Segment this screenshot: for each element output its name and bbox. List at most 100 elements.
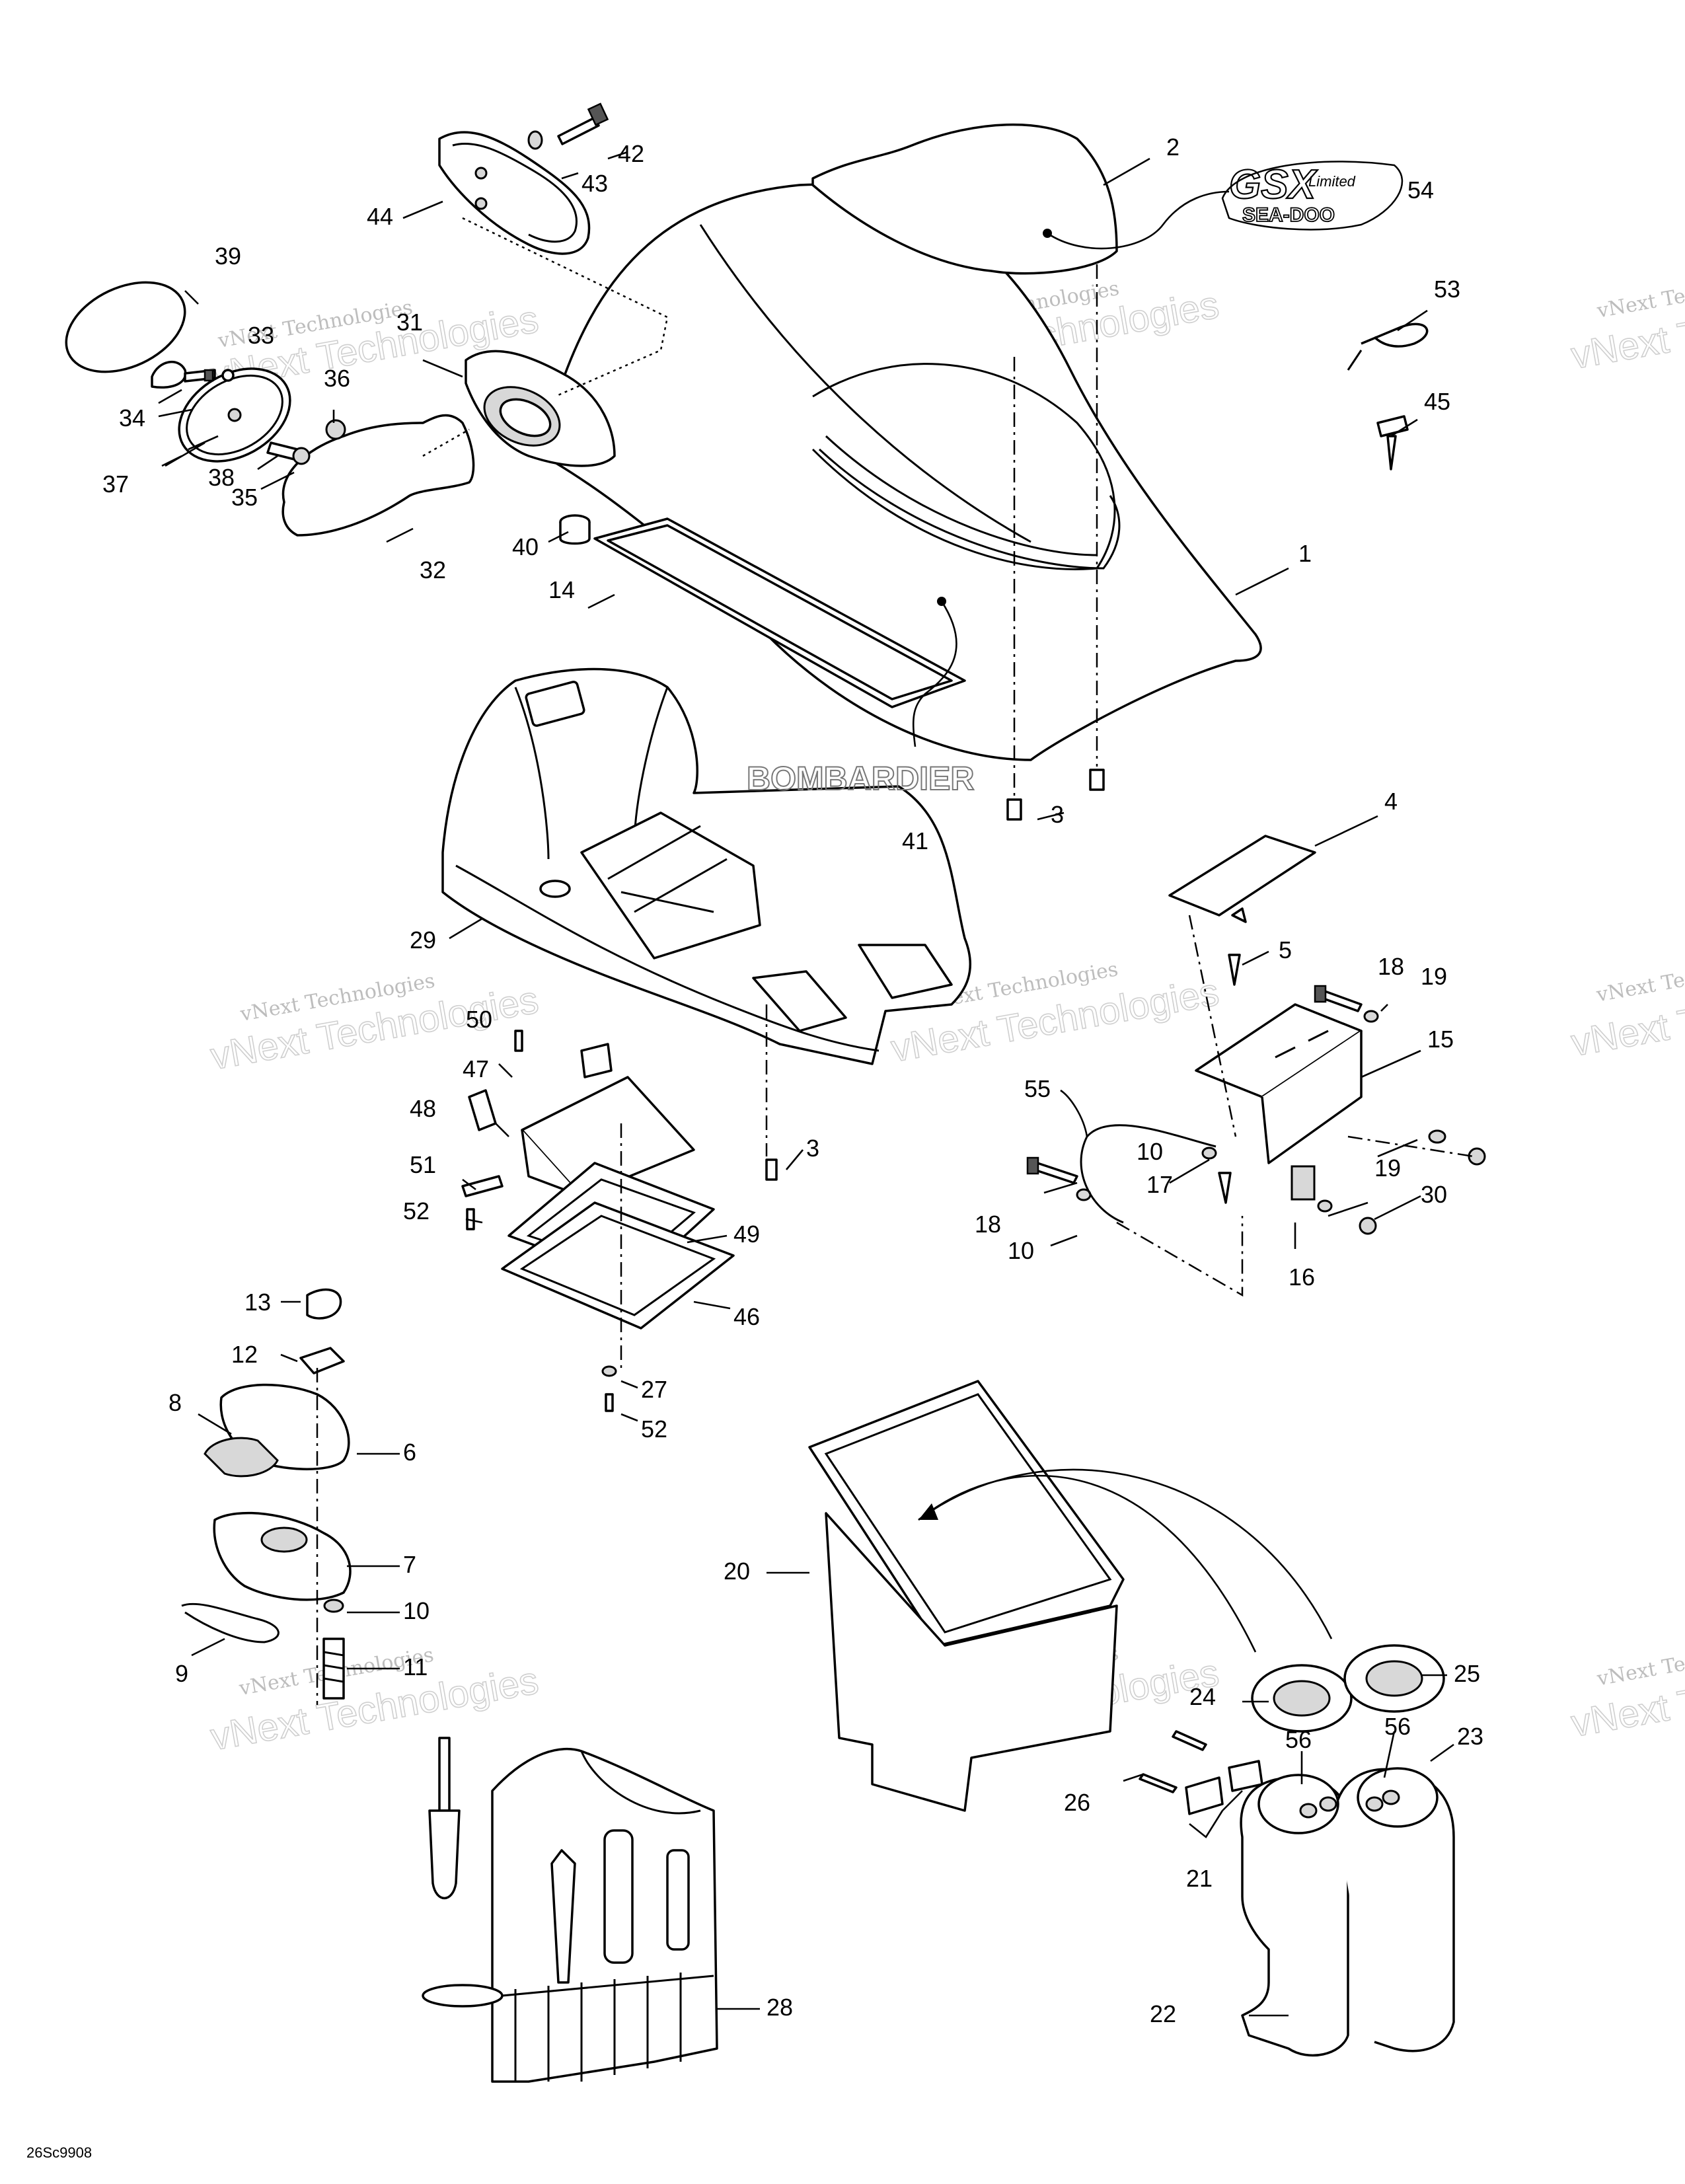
tool-kit: [422, 1737, 718, 2083]
callout-50: 50: [466, 1006, 492, 1033]
callout-18: 18: [975, 1211, 1001, 1238]
callout-19: 19: [1421, 963, 1447, 990]
callout-22: 22: [1150, 2000, 1176, 2027]
callout-5: 5: [1279, 936, 1292, 963]
storage-bucket: [808, 1380, 1125, 1812]
callout-4: 4: [1384, 788, 1398, 815]
callout-45: 45: [1424, 388, 1450, 415]
callout-38: 38: [208, 464, 235, 491]
callout-15: 15: [1427, 1026, 1454, 1053]
callout-23: 23: [1457, 1723, 1483, 1750]
mounting-plate: [1168, 835, 1316, 923]
callout-7: 7: [403, 1551, 416, 1578]
callout-46: 46: [733, 1303, 760, 1330]
callout-33: 33: [248, 322, 274, 349]
callout-13: 13: [244, 1289, 271, 1316]
callout-32: 32: [420, 556, 446, 584]
push-rivet: [1376, 415, 1409, 471]
callout-2: 2: [1166, 133, 1180, 161]
callout-48: 48: [410, 1095, 436, 1122]
callout-42: 42: [618, 140, 644, 167]
relation-arrow: [918, 1468, 1333, 1639]
callout-17: 17: [1146, 1171, 1173, 1198]
callout-44: 44: [367, 203, 393, 230]
assembly-lines: [316, 217, 1474, 1705]
tail-bracket: [465, 350, 616, 467]
arrow-head: [918, 1503, 938, 1520]
battery-bracket: [1195, 1003, 1363, 1201]
callout-39: 39: [215, 243, 241, 270]
callout-12: 12: [231, 1341, 258, 1368]
bolt-42: [527, 102, 609, 150]
logo-gsx: GSX: [1229, 162, 1318, 207]
seat: [554, 183, 1262, 761]
callout-30: 30: [1421, 1181, 1447, 1208]
callout-54: 54: [1407, 176, 1434, 204]
glove-box-lid: [521, 1043, 695, 1197]
storage-tray: [441, 667, 971, 1065]
tow-hook-assembly: [181, 1288, 352, 1700]
reference-code: 26Sc9908: [26, 2144, 92, 2161]
callout-37: 37: [102, 471, 129, 498]
callout-20: 20: [724, 1558, 750, 1585]
logo-seadoo: SEA-DOO: [1242, 204, 1335, 226]
rivets-and-plates: [1139, 1730, 1263, 1815]
callout-41: 41: [902, 827, 928, 854]
callout-27: 27: [641, 1376, 667, 1403]
callout-9: 9: [175, 1660, 188, 1687]
leader-lines: [158, 151, 1454, 2017]
callout-14: 14: [548, 576, 575, 603]
logo-limited: Limited: [1308, 173, 1356, 190]
callout-36: 36: [324, 365, 350, 392]
callout-40: 40: [512, 533, 539, 560]
callout-52: 52: [403, 1197, 430, 1224]
callout-28: 28: [767, 1994, 793, 2021]
callout-24: 24: [1189, 1683, 1216, 1710]
callout-21: 21: [1186, 1865, 1213, 1892]
callout-8: 8: [168, 1389, 182, 1416]
glove-box-frame: [501, 1162, 735, 1330]
callout-10: 10: [403, 1597, 430, 1624]
callout-43: 43: [581, 170, 608, 197]
fasteners: [466, 769, 1486, 1412]
callout-10: 10: [1008, 1237, 1034, 1264]
cup-holder: [1240, 1644, 1455, 2057]
tail-light-cover: [281, 414, 475, 537]
callout-19: 19: [1374, 1154, 1401, 1182]
callout-55: 55: [1024, 1075, 1051, 1102]
callout-16: 16: [1289, 1263, 1315, 1291]
callout-3: 3: [1051, 801, 1064, 828]
seat-base-frame: [593, 517, 966, 708]
brand-watermark: BOMBARDIER: [747, 760, 974, 797]
callout-34: 34: [119, 404, 145, 432]
callout-29: 29: [410, 926, 436, 954]
watermark-text: vNext Technologies: [1595, 1634, 1685, 1690]
callout-51: 51: [410, 1151, 436, 1178]
cable-tie: [1347, 322, 1429, 371]
latch-parts: [461, 1089, 504, 1197]
callout-10: 10: [1137, 1138, 1163, 1165]
callout-3: 3: [806, 1135, 819, 1162]
callout-47: 47: [463, 1055, 489, 1082]
callout-labels: 1 2 3 3 4 5 6 7 8 9 10 10 10 11 12 13 14…: [102, 133, 1483, 2027]
callout-18: 18: [1378, 953, 1404, 980]
callout-11: 11: [403, 1653, 428, 1680]
mirror: [438, 131, 591, 255]
rubber-bumper: [559, 514, 591, 545]
callout-53: 53: [1434, 276, 1460, 303]
callout-35: 35: [231, 484, 258, 511]
gsx-limited-logo: GSX Limited SEA-DOO: [1221, 161, 1404, 231]
small-hardware: [151, 360, 346, 465]
callout-49: 49: [733, 1221, 760, 1248]
callout-26: 26: [1064, 1789, 1090, 1816]
callout-25: 25: [1454, 1660, 1480, 1687]
watermark-text: vNext Technologies: [1595, 266, 1685, 322]
callout-1: 1: [1298, 540, 1312, 567]
callout-56: 56: [1285, 1726, 1312, 1753]
callout-31: 31: [396, 309, 423, 336]
callout-6: 6: [403, 1439, 416, 1466]
callout-52: 52: [641, 1415, 667, 1443]
lens-ring: [65, 281, 291, 463]
